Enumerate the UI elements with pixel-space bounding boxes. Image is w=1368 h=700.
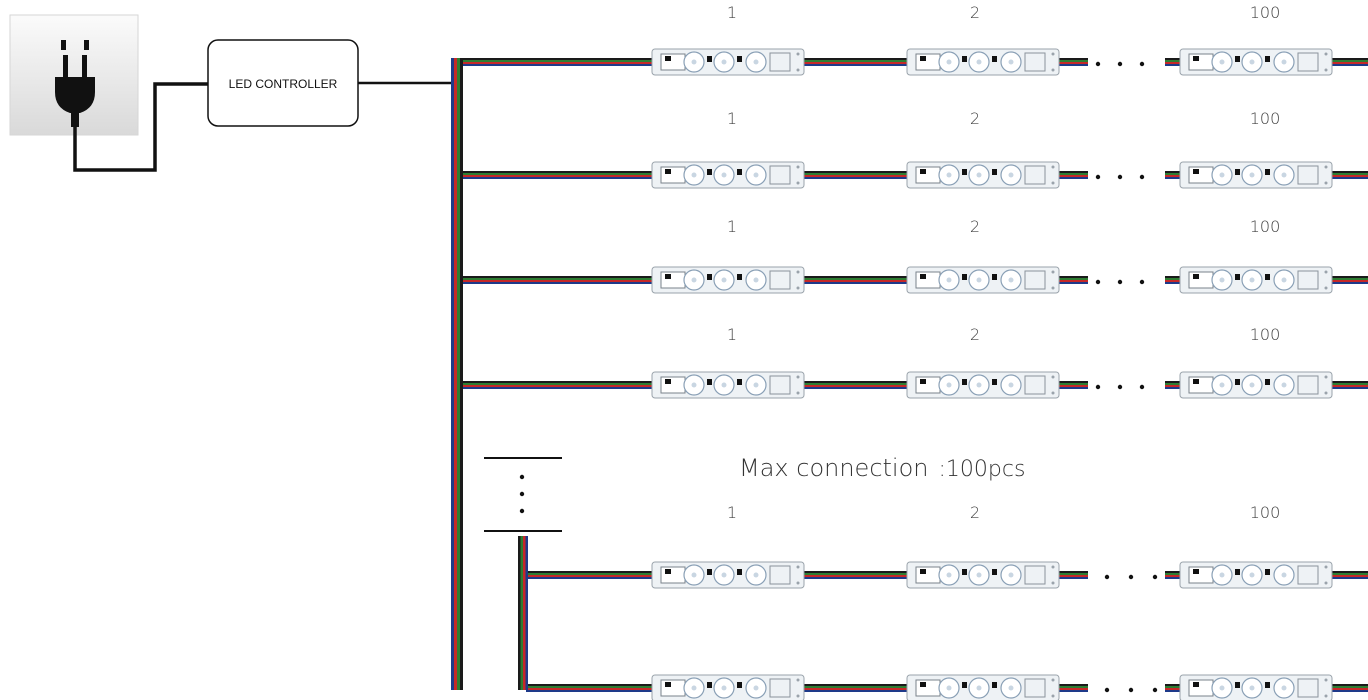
- module-number-label: 100: [1250, 109, 1281, 128]
- ellipsis-dot: [1128, 574, 1134, 580]
- led-module-1: [651, 48, 805, 76]
- module-number-label: 100: [1250, 217, 1281, 236]
- module-number-label: 2: [970, 217, 980, 236]
- led-module-100: [1179, 371, 1333, 399]
- led-module-100: [1179, 266, 1333, 294]
- ellipsis-dot: [1095, 61, 1101, 67]
- ellipsis-dot: [1152, 574, 1158, 580]
- ellipsis-dot: [1104, 574, 1110, 580]
- ellipsis-dot: [1095, 174, 1101, 180]
- module-number-label: 1: [727, 503, 737, 522]
- ellipsis-dot: [1139, 61, 1145, 67]
- ellipsis-dot: [1117, 384, 1123, 390]
- module-number-label: 2: [970, 503, 980, 522]
- module-number-label: 2: [970, 3, 980, 22]
- main-bus: [451, 58, 463, 690]
- continuation-marker: [484, 457, 562, 532]
- secondary-bus: [518, 536, 528, 690]
- led-module-2: [906, 561, 1060, 589]
- power-cable: [73, 82, 208, 172]
- ellipsis-dot: [1095, 279, 1101, 285]
- module-row-2: 1 2 100: [463, 109, 1368, 189]
- module-number-label: 2: [970, 109, 980, 128]
- led-module-100: [1179, 48, 1333, 76]
- ellipsis-dot: [1095, 384, 1101, 390]
- led-controller-label: LED CONTROLLER: [229, 77, 338, 91]
- led-module-1: [651, 674, 805, 700]
- ellipsis-dot: [1117, 61, 1123, 67]
- module-number-label: 2: [970, 325, 980, 344]
- led-module-2: [906, 48, 1060, 76]
- led-module-2: [906, 674, 1060, 700]
- led-module-1: [651, 561, 805, 589]
- led-module-1: [651, 161, 805, 189]
- module-number-label: 1: [727, 217, 737, 236]
- ellipsis-dot: [1152, 687, 1158, 693]
- module-row-4: 1 2 100: [463, 325, 1368, 399]
- plug-icon: [55, 40, 95, 127]
- led-module-2: [906, 266, 1060, 294]
- led-module-2: [906, 161, 1060, 189]
- module-number-label: 100: [1250, 325, 1281, 344]
- led-module-1: [651, 266, 805, 294]
- led-module-1: [651, 371, 805, 399]
- module-number-label: 100: [1250, 503, 1281, 522]
- led-module-100: [1179, 674, 1333, 700]
- module-number-label: 1: [727, 109, 737, 128]
- ellipsis-dot: [1139, 279, 1145, 285]
- module-number-label: 1: [727, 3, 737, 22]
- module-number-label: 100: [1250, 3, 1281, 22]
- module-number-label: 1: [727, 325, 737, 344]
- ellipsis-dot: [1104, 687, 1110, 693]
- ellipsis-dot: [1117, 174, 1123, 180]
- power-socket: [9, 14, 139, 136]
- led-module-100: [1179, 161, 1333, 189]
- ellipsis-dot: [1139, 384, 1145, 390]
- max-connection-label: Max connection:100pcs: [739, 454, 1025, 482]
- led-module-100: [1179, 561, 1333, 589]
- ellipsis-dot: [1117, 279, 1123, 285]
- module-row-3: 1 2 100: [463, 217, 1368, 294]
- led-module-2: [906, 371, 1060, 399]
- led-controller-box: LED CONTROLLER: [207, 39, 359, 127]
- module-row-5: 1 2 100: [526, 503, 1368, 589]
- module-row-1: 1 2 100: [463, 3, 1368, 76]
- ellipsis-dot: [1128, 687, 1134, 693]
- module-row-6: [526, 674, 1368, 700]
- ellipsis-dot: [1139, 174, 1145, 180]
- module-rows: 1 2 100 1 2 100 1 2 100 1 2 100 1 2 100: [463, 3, 1368, 700]
